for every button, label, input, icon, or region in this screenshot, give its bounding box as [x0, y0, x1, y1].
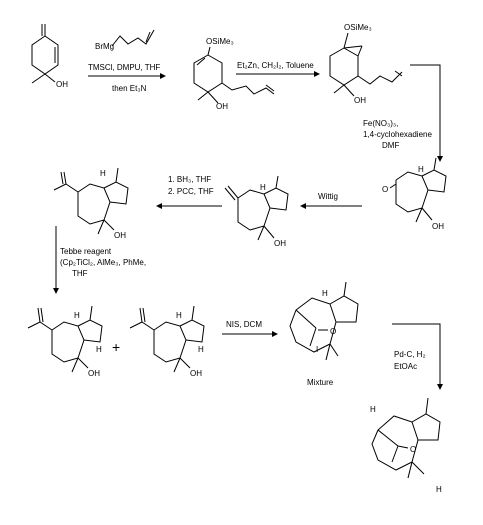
compound-6-oh: OH: [114, 231, 126, 240]
compound-8-h: H: [322, 289, 328, 298]
step3-line3-label: DMF: [382, 141, 399, 150]
compound-1-oh: OH: [56, 80, 68, 89]
compound-4-ketone: O H OH: [382, 157, 447, 231]
compound-7a-h2: H: [96, 345, 102, 354]
step3-line1-label: Fe(NO₃)₃,: [363, 119, 398, 128]
arrow-step-1: BrMg TMSCl, DMPU, THF then Et₃N: [88, 29, 166, 93]
step6-line2-label: (Cp₂TiCl₂, AlMe₃, PhMe,: [60, 258, 146, 267]
step5-line2-label: 2. PCC, THF: [168, 187, 214, 196]
compound-2-oh: OH: [216, 102, 228, 111]
arrow-step-2: Et₂Zn, CH₂I₂, Toluene: [236, 61, 320, 77]
compound-8-o: O: [330, 327, 336, 336]
compound-1-starting-material: OH: [31, 24, 68, 89]
compound-7b-h1: H: [176, 311, 182, 320]
compound-6-h: H: [100, 169, 106, 178]
compound-7b-h2: H: [198, 345, 204, 354]
step6-line3-label: THF: [72, 269, 88, 278]
mixture-label: Mixture: [307, 378, 334, 387]
compound-3-oh: OH: [354, 96, 366, 105]
compound-4-oh: OH: [432, 222, 444, 231]
arrow-step-4: Wittig: [300, 192, 362, 209]
compound-9-h1: H: [370, 405, 376, 414]
compound-9-h2: H: [436, 485, 442, 494]
step8-line1-label: Pd-C, H₂: [394, 350, 426, 359]
step8-line2-label: EtOAc: [394, 362, 417, 371]
arrow-step-6: Tebbe reagent (Cp₂TiCl₂, AlMe₃, PhMe, TH…: [53, 226, 146, 294]
step6-line1-label: Tebbe reagent: [60, 247, 112, 256]
compound-2-silyl-enol-ether: OSiMe₃ OH: [193, 37, 275, 111]
step7-label: NIS, DCM: [226, 320, 262, 329]
compound-7a-oh: OH: [88, 369, 100, 378]
step1-conditions-label: TMSCl, DMPU, THF: [88, 63, 160, 72]
compound-2-otms: OSiMe₃: [206, 37, 234, 46]
compound-9-o: O: [410, 445, 416, 454]
compound-5-methylene: H OH: [224, 175, 289, 248]
step5-line1-label: 1. BH₃, THF: [168, 175, 211, 184]
arrow-step-5: 1. BH₃, THF 2. PCC, THF: [156, 175, 222, 209]
compound-3-otms: OSiMe₃: [344, 23, 372, 32]
compound-6-methyl-ketone: H OH: [53, 167, 129, 240]
arrow-step-8: Pd-C, H₂ EtOAc: [392, 323, 443, 390]
step1-grignard-label: BrMg: [95, 42, 114, 51]
arrow-step-7: NIS, DCM: [222, 320, 278, 337]
compound-8-i: I: [316, 345, 318, 354]
compound-7b-isopropenyl: H H OH: [129, 305, 205, 378]
compound-7b-oh: OH: [190, 369, 202, 378]
compound-4-o: O: [382, 185, 388, 194]
step3-line2-label: 1,4-cyclohexadiene: [363, 130, 432, 139]
compound-4-h: H: [418, 165, 424, 174]
compound-7a-isopropenyl: H H OH: [27, 305, 103, 378]
compound-8-iodoether: O I H Mixture: [289, 281, 359, 387]
arrow-step-3: Fe(NO₃)₃, 1,4-cyclohexadiene DMF: [363, 64, 443, 162]
compound-9-final-product: O H H: [370, 397, 442, 494]
compound-3-cyclopropyl-silyl-ether: OSiMe₃ OH: [329, 23, 403, 105]
plus-sign: +: [112, 339, 120, 355]
compound-7a-h1: H: [74, 311, 80, 320]
step1-workup-label: then Et₃N: [112, 84, 147, 93]
step2-label: Et₂Zn, CH₂I₂, Toluene: [237, 61, 314, 70]
step4-label: Wittig: [318, 192, 338, 201]
compound-5-oh: OH: [274, 239, 286, 248]
compound-5-h: H: [260, 183, 266, 192]
